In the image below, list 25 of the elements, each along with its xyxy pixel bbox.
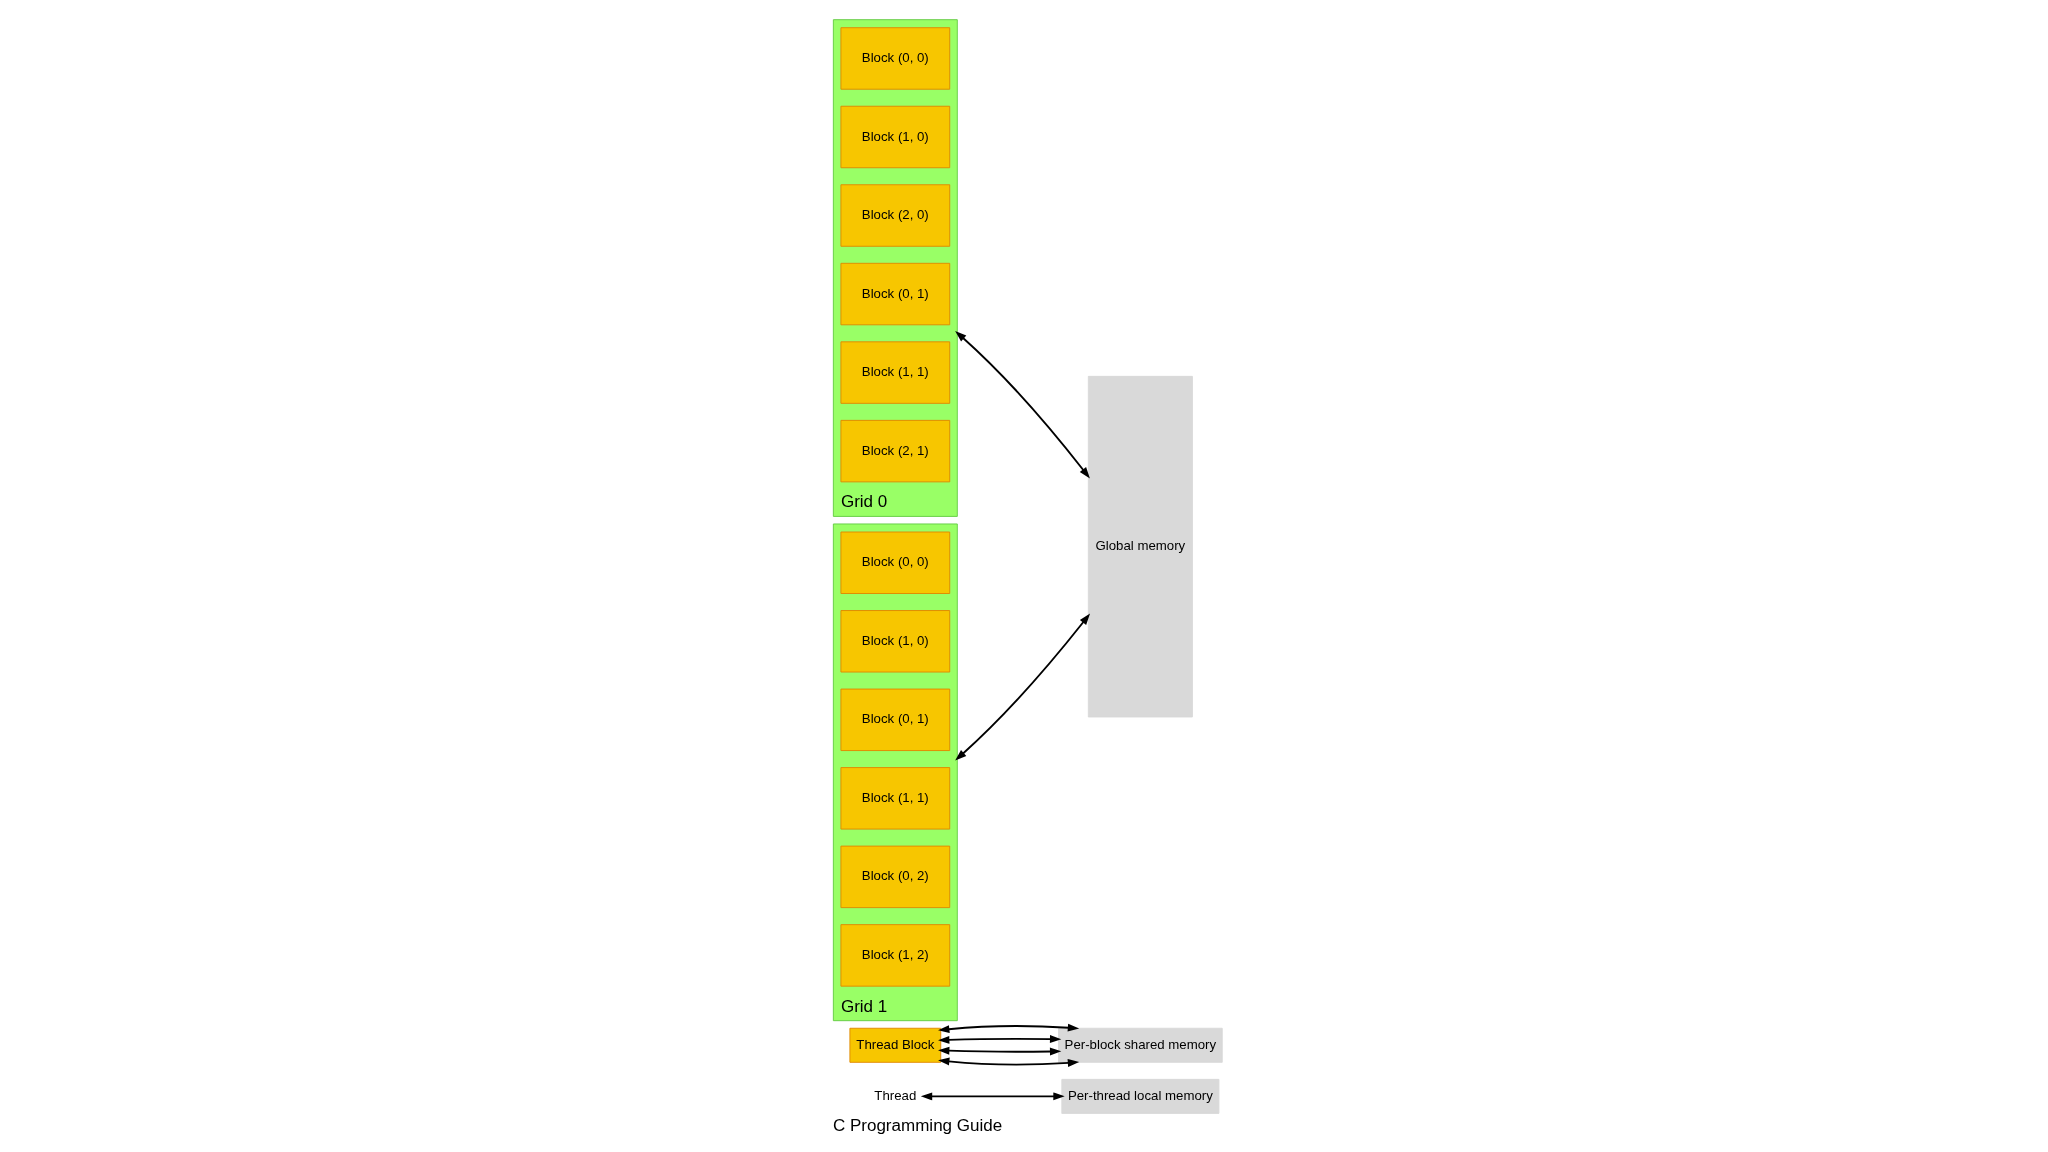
node-box: Block (1, 1) <box>840 341 951 404</box>
caption: C Programming Guide <box>832 1115 1003 1135</box>
node-box: Block (0, 0) <box>840 27 951 90</box>
node-box: Block (1, 1) <box>840 767 951 830</box>
node-box: Global memory <box>1087 375 1193 718</box>
node-text: Thread <box>874 1087 917 1103</box>
arrow <box>955 330 1090 479</box>
node-box: Block (1, 0) <box>840 105 951 169</box>
node-box: Thread Block <box>849 1027 942 1063</box>
arrow <box>938 1035 1062 1044</box>
node-box: Block (0, 1) <box>840 262 951 326</box>
node-box: Block (1, 2) <box>840 924 951 987</box>
node-box: Block (0, 0) <box>840 531 951 594</box>
arrow <box>938 1023 1080 1034</box>
arrow <box>920 1092 1065 1101</box>
arrow <box>938 1046 1062 1056</box>
node-box: Block (2, 0) <box>840 184 951 247</box>
node-box: Block (1, 0) <box>840 610 951 673</box>
arrow <box>955 613 1091 761</box>
node-box: Block (0, 1) <box>840 688 951 752</box>
node-box: Per-thread local memory <box>1061 1078 1220 1114</box>
node-box: Per-block shared memory <box>1058 1027 1223 1063</box>
arrow <box>938 1057 1080 1067</box>
node-box: Block (0, 2) <box>840 845 951 909</box>
node-box: Block (2, 1) <box>840 419 951 483</box>
